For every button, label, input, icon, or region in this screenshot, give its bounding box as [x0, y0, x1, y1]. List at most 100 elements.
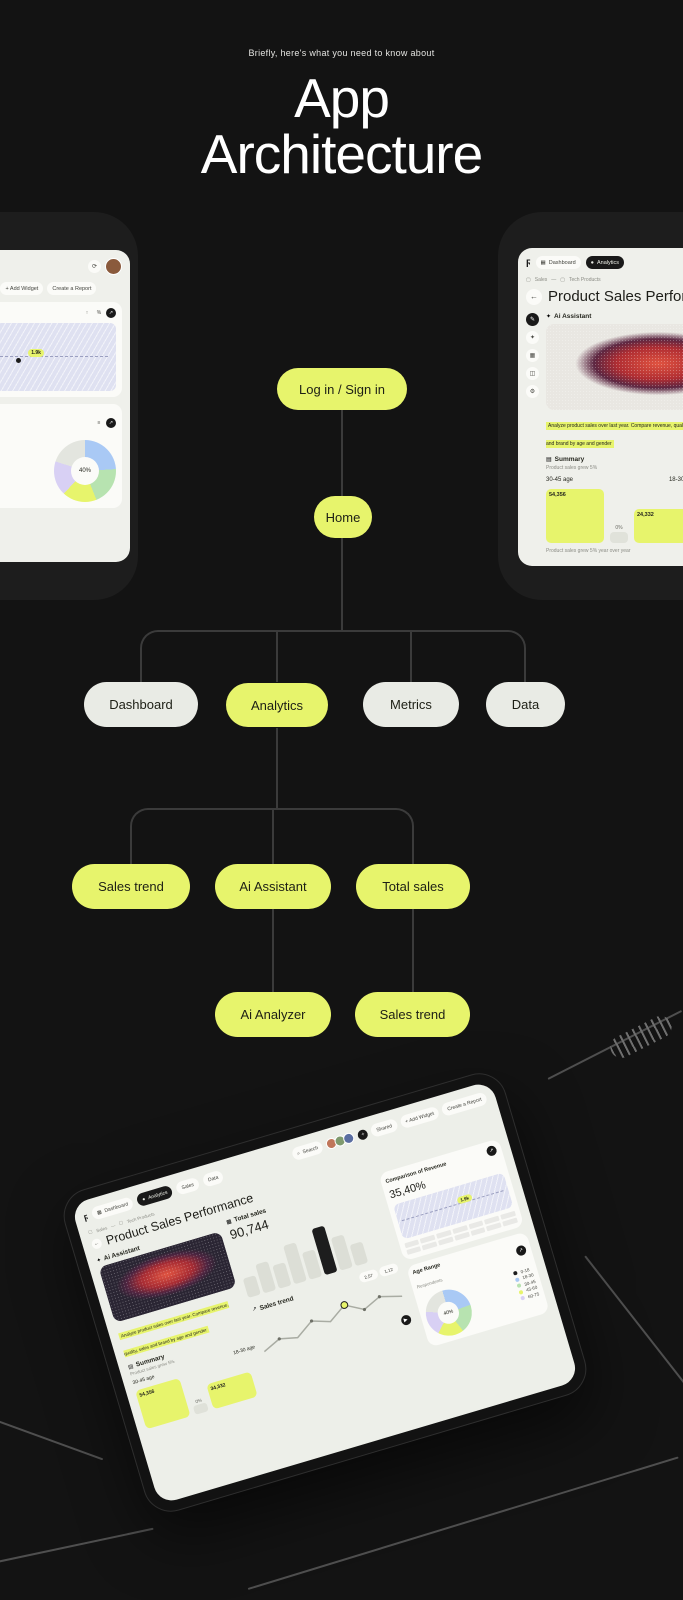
- ai-callout: Analyze product sales over last year. Co…: [546, 414, 683, 450]
- flow-node-ai-analyzer-label: Ai Analyzer: [240, 1007, 306, 1022]
- bar-small-wrap: 0%: [191, 1396, 209, 1415]
- search-pill: ⌕ Search: [290, 1139, 325, 1162]
- add-widget-button: + Add Widget: [0, 282, 44, 295]
- search-icon: ⌕: [296, 1150, 301, 1157]
- flow-node-sales-trend-label: Sales trend: [98, 879, 164, 894]
- grid-icon: ▦: [96, 1208, 103, 1216]
- revenue-chart-area: 1.9k: [0, 323, 116, 391]
- flow-node-sales-trend-2-label: Sales trend: [379, 1007, 446, 1022]
- bar-value: 24,332: [637, 512, 654, 518]
- dot-icon: ●: [141, 1195, 147, 1203]
- trend-dash-line: [401, 1190, 505, 1222]
- flow-node-sales-trend-2: Sales trend: [355, 992, 470, 1037]
- bar-value: 54,356: [549, 492, 566, 498]
- connector-sales-trend2: [412, 909, 414, 992]
- bar-18-30: 24,332: [634, 509, 683, 543]
- gear-icon: ⚙: [526, 385, 539, 398]
- doc-icon: ▤: [546, 457, 552, 463]
- tab-data-label: Data: [207, 1174, 220, 1183]
- legend-dot: [518, 1289, 524, 1295]
- sales-trend-chart: ▶: [255, 1276, 414, 1366]
- connector-login-home: [341, 410, 343, 496]
- cable-wire: [247, 1456, 679, 1590]
- ai-assistant-panel: ✦ Ai Assistant Analyze product sales ove…: [546, 313, 683, 554]
- edit-icon: ✎: [526, 313, 539, 326]
- breadcrumb: ▢ Sales — ▢ Tech Products: [526, 277, 683, 283]
- layout-icon: ◫: [526, 367, 539, 380]
- cable-wire: [0, 1418, 104, 1461]
- left-topbar-right: ⟳: [88, 258, 122, 275]
- sparkle-icon: ✦: [95, 1256, 102, 1264]
- flow-node-home: Home: [314, 496, 372, 538]
- flow-node-metrics: Metrics: [363, 682, 459, 727]
- cable-coil: [606, 1012, 676, 1062]
- legend-dot: [517, 1282, 522, 1288]
- age-card-icons: ≡ ↗: [94, 417, 116, 428]
- data-point-dot: [15, 358, 21, 364]
- age-range-card: Age Range Respondents ≡ ↗ 0-18 18-30 30-…: [0, 404, 122, 508]
- bar-value: 34,332: [209, 1382, 227, 1393]
- tab-dashboard-label: Dashboard: [103, 1200, 129, 1214]
- nav-dashboard-label: Dashboard: [548, 259, 576, 266]
- bar-30-45: 54,356: [546, 489, 604, 543]
- connector-stub-metrics: [410, 632, 412, 682]
- ai-assistant-title: Ai Assistant: [554, 313, 592, 320]
- bar-18-30: 34,332: [206, 1371, 258, 1410]
- age-card-body: 0-18 18-30 30-45 45-60 60-75 40%: [0, 440, 116, 502]
- chart-icon: ▩: [225, 1218, 233, 1226]
- back-icon: ←: [526, 288, 542, 305]
- tab-analytics: ● Analytics: [135, 1184, 174, 1208]
- tablet-body: ✦ Ai Assistant Analyze product sales ove…: [96, 1138, 550, 1431]
- ai-assistant-header: ✦ Ai Assistant: [546, 313, 683, 320]
- trend-dash-line: [0, 355, 108, 357]
- tablet-middle-col: ▩ Total sales 90,744: [225, 1176, 421, 1393]
- tablet-screen: ϝ ▦ Dashboard ● Analytics Sales: [70, 1080, 580, 1505]
- doc-icon: ▤: [127, 1363, 135, 1371]
- flow-node-total-sales: Total sales: [356, 864, 470, 909]
- dot-icon: ●: [590, 259, 594, 266]
- trend-badge-2: 1,12: [378, 1262, 399, 1278]
- connector-stub-ai-assistant: [272, 810, 274, 864]
- bar-small-wrap: 0%: [610, 525, 628, 543]
- revenue-badge: 1.9k: [28, 348, 44, 357]
- revenue-card: Comparison of Revenue ↑ % ↗ 1.9k: [0, 302, 122, 397]
- app-logo: ϝ: [82, 1210, 89, 1222]
- nav-analytics-pill: ● Analytics: [585, 256, 624, 269]
- ai-mesh-visual: [546, 324, 683, 410]
- bar: [243, 1275, 262, 1298]
- age-card-subtitle: Respondents: [416, 1277, 444, 1290]
- bar-small: [610, 532, 628, 543]
- cable-wire: [0, 1527, 154, 1564]
- right-body: ✎ ✦ ▦ ◫ ⚙ ✦ Ai Assistant Analyze product…: [526, 313, 683, 554]
- right-topnav: ϝ ▦ Dashboard ● Analytics: [526, 256, 683, 269]
- legend-dot: [520, 1295, 526, 1301]
- age-donut-chart: 40%: [54, 440, 116, 502]
- connector-home-trunk: [341, 538, 343, 630]
- flow-node-data-label: Data: [511, 697, 540, 712]
- breadcrumb-separator: —: [110, 1222, 116, 1229]
- connector-bracket-level3: [140, 630, 526, 682]
- left-topbar: Shared ⟳: [0, 258, 122, 275]
- grid-icon: ▦: [526, 349, 539, 362]
- expand-icon: ↗: [485, 1144, 498, 1158]
- breadcrumb-separator: —: [551, 277, 557, 283]
- tab-sales: Sales: [175, 1176, 201, 1196]
- legend-label: 60-75: [527, 1290, 540, 1299]
- tablet-frame: ϝ ▦ Dashboard ● Analytics Sales: [56, 1066, 594, 1519]
- folder-icon: ▢: [560, 277, 565, 283]
- right-preview-device: ϝ ▦ Dashboard ● Analytics ▢ Sales — ▢ Te…: [498, 212, 683, 600]
- left-preview-screen: Shared ⟳ ▦ 29.08.2022 ▦ 29.09.2023 + Add…: [0, 250, 130, 562]
- breadcrumb-sales: Sales: [95, 1224, 108, 1233]
- summary-bars: 54,356 0% 24,332: [546, 487, 683, 543]
- flow-node-ai-assistant-label: Ai Assistant: [239, 879, 307, 894]
- more-icon: ↗: [106, 308, 116, 318]
- connector-bracket-level4: [130, 808, 414, 864]
- revenue-card-icons: ↑ % ↗: [82, 308, 116, 318]
- app-logo: ϝ: [526, 257, 531, 268]
- icon-rail: ✎ ✦ ▦ ◫ ⚙: [526, 313, 539, 398]
- flow-node-analytics: Analytics: [226, 683, 328, 727]
- page-title: App Architecture: [0, 70, 683, 182]
- flow-node-login-label: Log in / Sign in: [298, 381, 385, 397]
- flow-node-data: Data: [486, 682, 565, 727]
- folder-icon: ▢: [118, 1219, 124, 1226]
